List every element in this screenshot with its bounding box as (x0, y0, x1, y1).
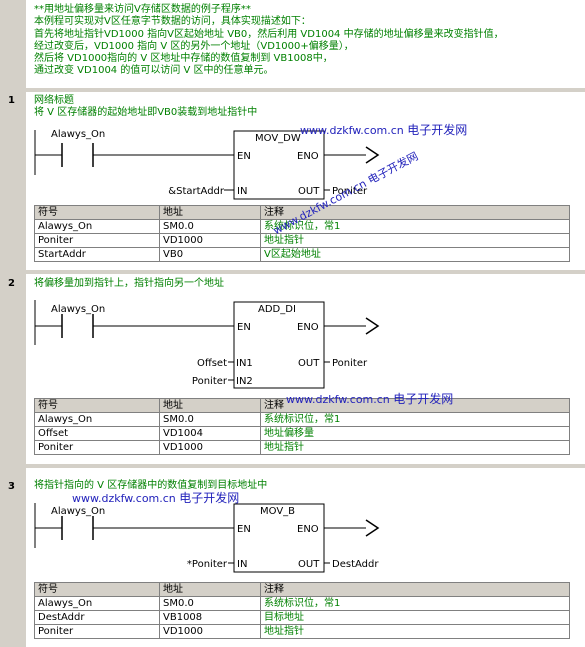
cell-symbol: Poniter (34, 440, 160, 455)
watermark-site: www.dzkfw.com.cn (286, 393, 390, 406)
network-title-line: 将 V 区存储器的起始地址即VB0装载到地址指针中 (34, 107, 258, 118)
table-row[interactable]: Poniter VD1000 地址指针 (34, 233, 570, 248)
network-title-line: 网络标题 (34, 95, 74, 106)
network-1-title[interactable]: 网络标题 将 V 区存储器的起始地址即VB0装载到地址指针中 (34, 95, 257, 119)
cell-address: VD1000 (159, 440, 261, 455)
in-operand[interactable]: *Poniter (187, 559, 228, 570)
cell-address: VB0 (159, 247, 261, 262)
table-header-row: 符号 地址 注释 (34, 398, 570, 413)
pin-in1: IN1 (236, 358, 253, 369)
col-comment: 注释 (260, 398, 570, 413)
out-operand[interactable]: Poniter (332, 358, 368, 369)
watermark: www.dzkfw.com.cn 电子开发网 (286, 390, 453, 407)
watermark-name: 电子开发网 (179, 491, 240, 505)
table-row[interactable]: Poniter VD1000 地址指针 (34, 624, 570, 639)
box-name: MOV_DW (255, 133, 301, 144)
table-row[interactable]: Alawys_On SM0.0 系统标识位，常1 (34, 219, 570, 234)
network-1-gutter (0, 92, 26, 270)
cell-symbol: DestAddr (34, 610, 160, 625)
pin-en: EN (237, 524, 251, 535)
network-number: 3 (8, 481, 15, 492)
program-comment-line: 首先将地址指针VD1000 指向V区起始地址 VB0，然后利用 VD1004 中… (34, 28, 504, 40)
pin-in: IN (237, 559, 247, 570)
watermark: www.dzkfw.com.cn 电子开发网 (72, 489, 239, 506)
cell-comment: 地址指针 (260, 624, 570, 639)
pin-en: EN (237, 151, 251, 162)
program-comment-line: 然后将 VD1000指向的 V 区地址中存储的数值复制到 VB1008中， (34, 53, 333, 65)
col-symbol: 符号 (34, 582, 160, 597)
header-gutter (0, 0, 26, 88)
network-separator (0, 464, 585, 468)
box-name: ADD_DI (258, 304, 296, 315)
cell-address: VD1000 (159, 624, 261, 639)
contact-label: Alawys_On (51, 129, 105, 140)
col-address: 地址 (159, 205, 261, 220)
cell-address: SM0.0 (159, 596, 261, 611)
col-address: 地址 (159, 582, 261, 597)
watermark-site: www.dzkfw.com.cn (72, 492, 176, 505)
program-comment[interactable]: **用地址偏移量来访问V存储区数据的例子程序** 本例程可实现对V区任意字节数据… (34, 4, 504, 78)
network-3-gutter (0, 468, 26, 647)
pin-eno: ENO (297, 322, 319, 333)
out-operand[interactable]: DestAddr (332, 559, 379, 570)
contact-label: Alawys_On (51, 304, 105, 315)
table-row[interactable]: Poniter VD1000 地址指针 (34, 440, 570, 455)
table-header-row: 符号 地址 注释 (34, 205, 570, 220)
in1-operand[interactable]: Offset (197, 358, 227, 369)
out-operand[interactable]: Poniter (332, 186, 368, 197)
network-1-symbol-table: 符号 地址 注释 Alawys_On SM0.0 系统标识位，常1 Ponite… (34, 205, 570, 262)
col-comment: 注释 (260, 205, 570, 220)
pin-eno: ENO (297, 524, 319, 535)
table-row[interactable]: Offset VD1004 地址偏移量 (34, 426, 570, 441)
network-separator (0, 270, 585, 274)
network-title-line: 将指针指向的 V 区存储器中的数值复制到目标地址中 (34, 480, 268, 491)
network-number: 1 (8, 95, 15, 106)
watermark-name: 电子开发网 (407, 123, 468, 137)
pin-out: OUT (298, 358, 320, 369)
watermark-site: www.dzkfw.com.cn (300, 124, 404, 137)
network-separator (0, 88, 585, 92)
cell-comment: 地址指针 (260, 440, 570, 455)
pin-out: OUT (298, 559, 320, 570)
cell-comment: 系统标识位，常1 (260, 596, 570, 611)
watermark: www.dzkfw.com.cn 电子开发网 (300, 121, 467, 138)
cell-address: VB1008 (159, 610, 261, 625)
table-row[interactable]: Alawys_On SM0.0 系统标识位，常1 (34, 596, 570, 611)
pin-in2: IN2 (236, 376, 253, 387)
in2-operand[interactable]: Poniter (192, 376, 228, 387)
network-2-gutter (0, 274, 26, 464)
table-header-row: 符号 地址 注释 (34, 582, 570, 597)
table-row[interactable]: StartAddr VB0 V区起始地址 (34, 247, 570, 262)
network-3-symbol-table: 符号 地址 注释 Alawys_On SM0.0 系统标识位，常1 DestAd… (34, 582, 570, 639)
program-comment-line: 经过改变后，VD1000 指向 V 区的另外一个地址（VD1000+偏移量）， (34, 40, 354, 52)
network-3-title[interactable]: 将指针指向的 V 区存储器中的数值复制到目标地址中 (34, 480, 267, 492)
network-2-title[interactable]: 将偏移量加到指针上，指针指向另一个地址 (34, 278, 224, 290)
network-2-symbol-table: 符号 地址 注释 Alawys_On SM0.0 系统标识位，常1 Offset… (34, 398, 570, 455)
network-title-line: 将偏移量加到指针上，指针指向另一个地址 (34, 278, 224, 289)
pin-out: OUT (298, 186, 320, 197)
cell-comment: V区起始地址 (260, 247, 570, 262)
pin-in: IN (237, 186, 247, 197)
col-symbol: 符号 (34, 205, 160, 220)
program-comment-line: 通过改变 VD1004 的值可以访问 V 区中的任意单元。 (34, 65, 274, 77)
table-row[interactable]: Alawys_On SM0.0 系统标识位，常1 (34, 412, 570, 427)
contact-label: Alawys_On (51, 506, 105, 517)
program-comment-line: **用地址偏移量来访问V存储区数据的例子程序** (34, 4, 251, 15)
table-row[interactable]: DestAddr VB1008 目标地址 (34, 610, 570, 625)
program-comment-line: 本例程可实现对V区任意字节数据的访问，具体实现描述如下： (34, 16, 311, 28)
watermark-name: 电子开发网 (393, 392, 454, 406)
col-comment: 注释 (260, 582, 570, 597)
cell-comment: 目标地址 (260, 610, 570, 625)
box-name: MOV_B (260, 506, 295, 517)
cell-symbol: Poniter (34, 624, 160, 639)
pin-en: EN (237, 322, 251, 333)
network-number: 2 (8, 278, 15, 289)
cell-symbol: StartAddr (34, 247, 160, 262)
cell-symbol: Alawys_On (34, 596, 160, 611)
pin-eno: ENO (297, 151, 319, 162)
in-operand[interactable]: &StartAddr (168, 186, 225, 197)
